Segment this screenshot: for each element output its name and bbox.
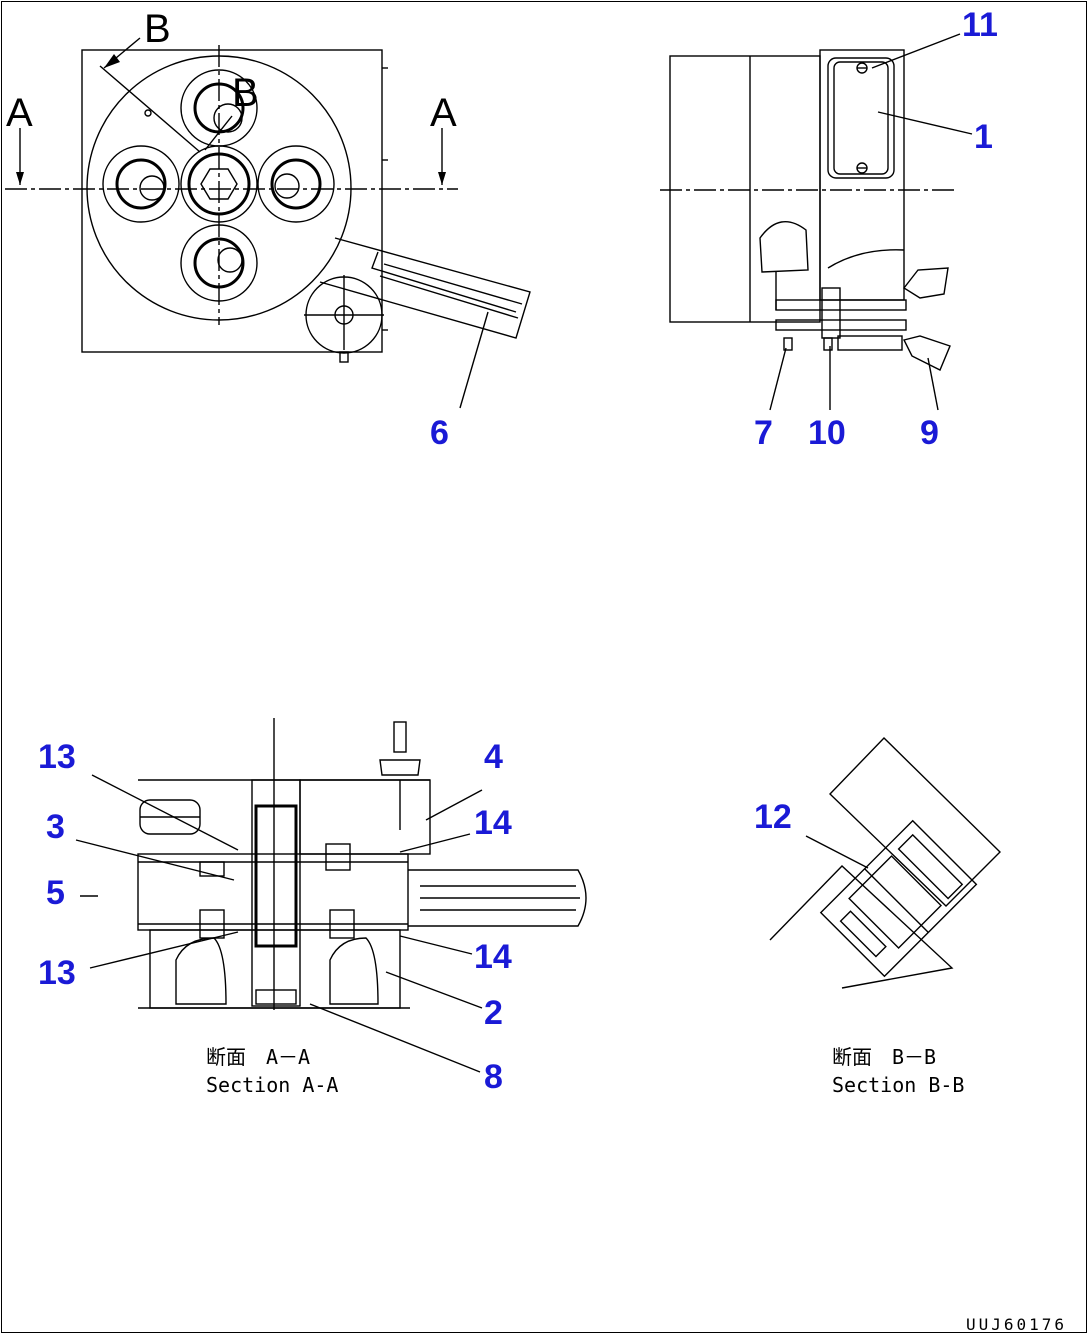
- callout-1: 1: [974, 118, 993, 156]
- section-a-a: [75, 718, 587, 1073]
- callout-14-upper: 14: [474, 804, 512, 842]
- section-a-a-caption-en: Section A-A: [206, 1073, 338, 1097]
- callout-14-lower: 14: [474, 938, 512, 976]
- callout-11: 11: [962, 6, 998, 44]
- view-label-b-top: B: [144, 7, 171, 51]
- callout-12: 12: [754, 798, 792, 836]
- front-view: [5, 37, 531, 409]
- callout-9: 9: [920, 414, 939, 452]
- view-label-a-right: A: [430, 91, 457, 135]
- callout-3: 3: [46, 808, 65, 846]
- callout-13-upper: 13: [38, 738, 76, 776]
- section-a-a-caption-jp: 断面 A－A: [206, 1045, 310, 1069]
- callout-2: 2: [484, 994, 503, 1032]
- drawing-id: UUJ60176: [966, 1315, 1067, 1334]
- callout-5: 5: [46, 874, 65, 912]
- side-view: [660, 33, 973, 411]
- section-b-b: [769, 737, 1001, 989]
- section-b-b-caption-en: Section B-B: [832, 1073, 964, 1097]
- callout-10: 10: [808, 414, 846, 452]
- callout-13-lower: 13: [38, 954, 76, 992]
- callout-4: 4: [484, 738, 503, 776]
- callout-7: 7: [754, 414, 773, 452]
- view-label-b-inner: B: [232, 71, 259, 115]
- callout-8: 8: [484, 1058, 503, 1096]
- section-b-b-caption-jp: 断面 B－B: [832, 1045, 936, 1069]
- callout-6: 6: [430, 414, 449, 452]
- view-label-a-left: A: [6, 91, 33, 135]
